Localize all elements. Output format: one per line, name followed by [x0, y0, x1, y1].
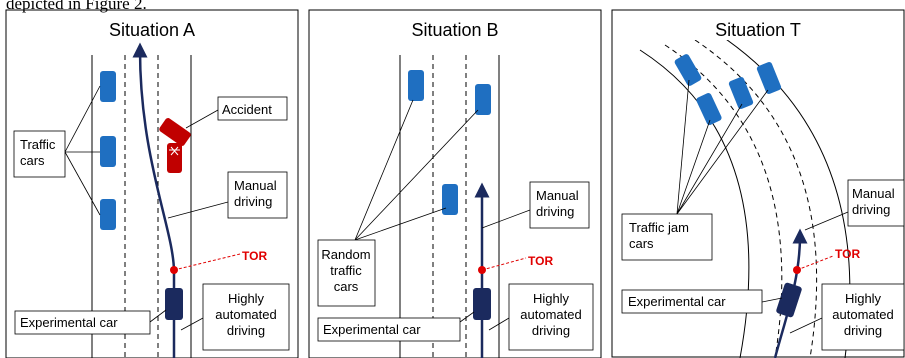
traffic-car — [756, 62, 782, 94]
label-experimental-car: Experimental car — [317, 317, 461, 342]
traffic-car — [696, 93, 722, 125]
panel-situation-a: Situation A TOR T — [5, 9, 299, 358]
svg-text:Experimental car: Experimental car — [323, 322, 421, 337]
tor-label: TOR — [528, 254, 553, 268]
tor-label: TOR — [242, 249, 267, 263]
svg-text:Experimental car: Experimental car — [628, 294, 726, 309]
label-experimental-car: Experimental car — [621, 289, 763, 314]
label-accident: Accident — [217, 96, 288, 121]
traffic-car — [408, 70, 424, 101]
label-experimental-car: Experimental car — [14, 310, 151, 335]
svg-text:Experimental car: Experimental car — [20, 315, 118, 330]
accident-cars — [159, 118, 191, 173]
traffic-car — [100, 199, 116, 230]
svg-text:Accident: Accident — [222, 102, 272, 117]
tor-label: TOR — [835, 247, 860, 261]
traffic-car — [100, 136, 116, 167]
panel-b-title: Situation B — [411, 20, 498, 40]
traffic-car — [442, 184, 458, 215]
manual-trajectory — [132, 42, 176, 358]
traffic-car — [728, 77, 754, 109]
panel-a-title: Situation A — [109, 20, 195, 40]
experimental-car — [473, 288, 491, 320]
traffic-car — [475, 84, 491, 115]
experimental-car — [165, 288, 183, 320]
traffic-car — [100, 71, 116, 102]
traffic-car — [674, 54, 702, 86]
experimental-car — [776, 282, 802, 318]
panel-t-title: Situation T — [715, 20, 801, 40]
